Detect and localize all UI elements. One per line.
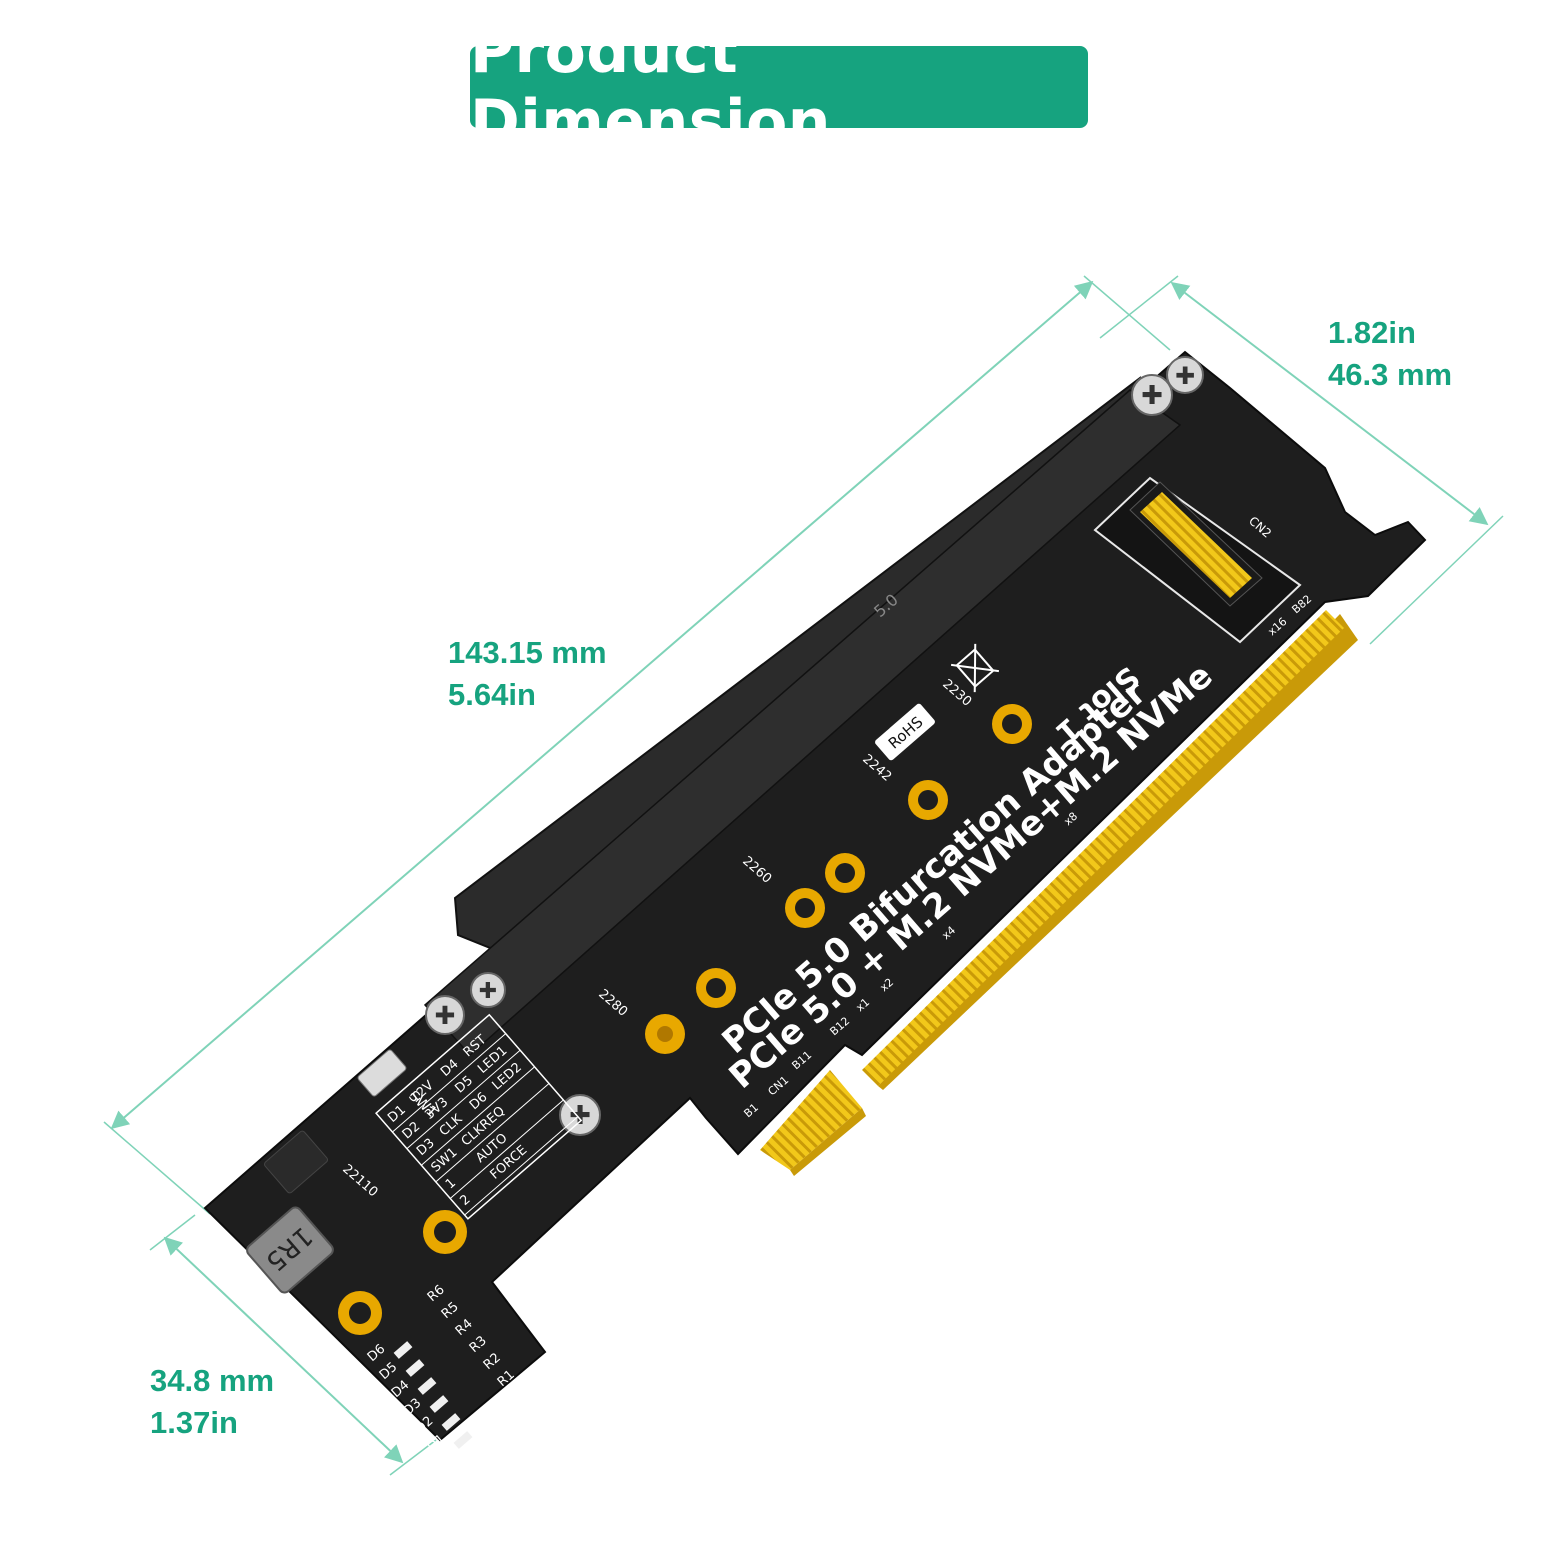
step-ext-line-top	[149, 1214, 196, 1251]
screw-top-left	[1131, 374, 1173, 416]
led-indicator	[453, 1431, 473, 1449]
m2-slot-area	[1093, 476, 1302, 644]
screw-bottom-left	[425, 995, 465, 1035]
step-ext-line-bottom	[389, 1439, 437, 1476]
chip-u2	[263, 1130, 329, 1194]
m2-connector-pins	[1140, 492, 1252, 598]
gold-fingers-short	[760, 1070, 862, 1170]
inductor-l2: 1R5	[246, 1206, 334, 1294]
width-dimension-label: 1.82in 46.3 mm	[1328, 312, 1452, 396]
screw-cross-icon: ✚	[569, 1101, 591, 1131]
screw-cross-icon: ✚	[1175, 362, 1195, 390]
length-mm: 143.15 mm	[448, 635, 607, 670]
screw-top-right	[1166, 356, 1204, 394]
screw-cross-icon: ✚	[435, 1001, 456, 1030]
inductor-body	[246, 1206, 334, 1294]
led-table-frame	[375, 1013, 583, 1220]
switch-sw1	[357, 1049, 407, 1097]
step-inch: 1.37in	[150, 1405, 238, 1440]
step-dimension-label: 34.8 mm 1.37in	[150, 1360, 274, 1444]
mount-hole-2280-inner	[706, 978, 726, 998]
m2-mounting-holes	[338, 704, 1032, 1335]
gold-fingers-short-base	[790, 1108, 866, 1176]
page-title: Product Dimension	[470, 17, 832, 157]
length-dimension-label: 143.15 mm 5.64in	[448, 632, 607, 716]
dimension-lines	[103, 275, 1504, 1476]
mount-hole-2230-inner	[1002, 714, 1022, 734]
screw-cross-icon: ✚	[479, 979, 497, 1004]
width-inch: 1.82in	[1328, 315, 1416, 350]
length-dimension-line	[110, 280, 1094, 1130]
gold-fingers-main-pins	[862, 610, 1344, 1086]
mount-hole-22110-inner	[434, 1221, 456, 1243]
pcie-x16-slot	[423, 376, 1182, 1057]
rohs-box	[875, 703, 935, 761]
screws: ✚ ✚ ✚ ✚ ✚	[425, 356, 1204, 1136]
screw-bottom-mid	[470, 972, 506, 1008]
led-indicator	[393, 1341, 413, 1359]
mount-hole-standoff-inner	[657, 1026, 673, 1042]
led-indicator	[429, 1395, 449, 1413]
width-dimension-line	[1170, 281, 1489, 526]
led-table-rule	[464, 1116, 579, 1216]
width-ext-line-bottom	[1369, 515, 1504, 645]
gold-edge-connector	[760, 610, 1358, 1176]
led-table-rule	[421, 1066, 535, 1166]
length-ext-line-left	[103, 1121, 211, 1215]
length-ext-line-right	[1083, 275, 1171, 351]
weee-bin-icon	[950, 643, 1000, 693]
mount-hole-2242-inner	[918, 790, 938, 810]
step-mm: 34.8 mm	[150, 1363, 275, 1398]
led-indicator	[417, 1377, 437, 1395]
led-table-rule	[435, 1083, 550, 1183]
led-table-rule	[406, 1049, 521, 1150]
led-indicator	[441, 1413, 461, 1431]
slot-bracket	[423, 389, 1182, 1057]
mount-hole-lower-inner	[349, 1302, 371, 1324]
screw-cross-icon: ✚	[1141, 381, 1163, 411]
led-table-rule	[392, 1033, 507, 1133]
length-inch: 5.64in	[448, 677, 536, 712]
led-table-rule	[449, 1099, 564, 1199]
step-dimension-line	[163, 1236, 404, 1464]
mount-hole-2260-b-inner	[795, 898, 815, 918]
led-indicator	[405, 1359, 425, 1377]
width-mm: 46.3 mm	[1328, 357, 1453, 392]
width-ext-line-top	[1099, 275, 1179, 339]
mount-hole-2260-a-inner	[835, 863, 855, 883]
screw-board	[559, 1094, 601, 1136]
gold-fingers-main	[878, 614, 1358, 1090]
title-banner: Product Dimension	[470, 17, 1088, 157]
